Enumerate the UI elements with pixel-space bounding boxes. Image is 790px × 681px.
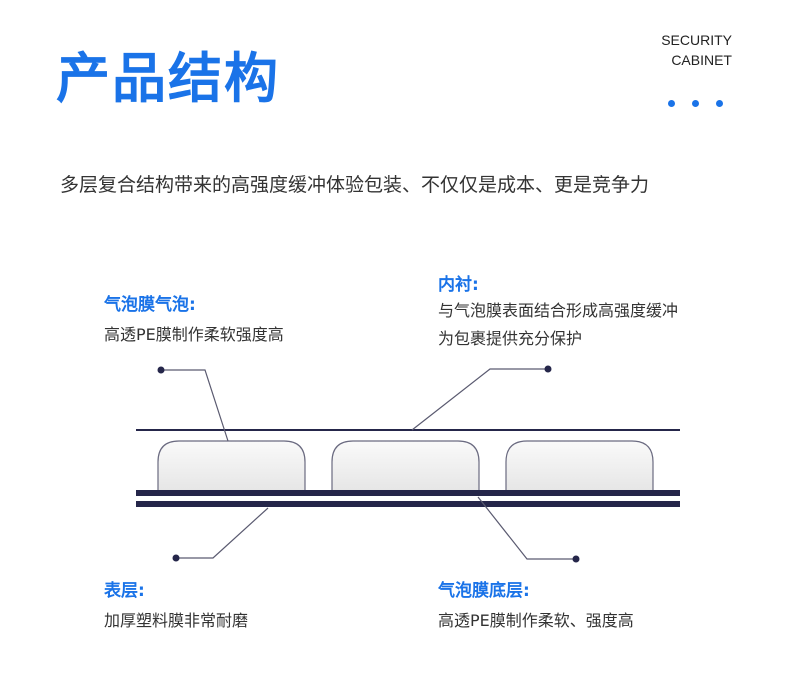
bubble-bottom-layer [136,490,680,496]
page-title: 产品结构 [56,47,280,110]
subtitle: 多层复合结构带来的高强度缓冲体验包装、不仅仅是成本、更是竞争力 [60,174,650,196]
label-lining-desc-2: 为包裹提供充分保护 [438,329,583,348]
brand-text: SECURITY CABINET [661,30,732,70]
label-bubble: 气泡膜气泡: 高透PE膜制作柔软强度高 [104,290,284,349]
dots-decoration [668,92,740,111]
label-lining-title: 内衬: [438,275,479,295]
brand-line-2: CABINET [671,52,732,68]
label-bubble-desc: 高透PE膜制作柔软强度高 [104,325,284,344]
label-bubble-title: 气泡膜气泡: [104,295,196,315]
bubble [157,440,306,492]
label-lining-desc-1: 与气泡膜表面结合形成高强度缓冲 [438,301,679,320]
surface-layer [136,501,680,507]
label-bottom-desc: 高透PE膜制作柔软、强度高 [438,611,634,630]
label-surface-title: 表层: [104,581,145,601]
label-bottom-title: 气泡膜底层: [438,581,530,601]
bubble [505,440,654,492]
label-surface-desc: 加厚塑料膜非常耐磨 [104,611,249,630]
label-surface: 表层: 加厚塑料膜非常耐磨 [104,576,248,635]
brand-line-1: SECURITY [661,32,732,48]
label-lining: 内衬: 与气泡膜表面结合形成高强度缓冲 为包裹提供充分保护 [438,270,678,353]
label-bottom: 气泡膜底层: 高透PE膜制作柔软、强度高 [438,576,634,635]
bubble [331,440,480,492]
